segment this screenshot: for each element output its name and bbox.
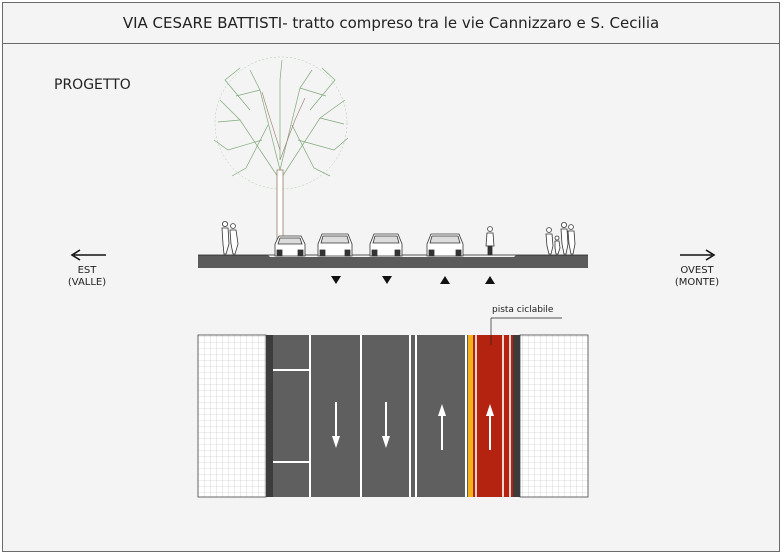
pedestrians-left-icon [221, 220, 239, 255]
cyclist-icon [485, 226, 495, 256]
bike-lane-leader [490, 317, 562, 345]
lane-arrow-up-icon [486, 404, 494, 450]
tree-icon [213, 56, 349, 256]
sidewalk-right [519, 334, 589, 498]
west-label: OVEST (MONTE) [662, 265, 732, 289]
curb-left [266, 335, 273, 497]
direction-up-icon [440, 276, 450, 284]
bike-lane-label: pista ciclabile [492, 305, 554, 315]
car-icon [426, 233, 464, 257]
curb-right [513, 335, 520, 497]
title-bar: VIA CESARE BATTISTI- tratto compreso tra… [3, 3, 779, 44]
carriageway [273, 335, 468, 497]
cross-section [198, 254, 588, 268]
sidewalk-left [197, 334, 267, 498]
lane-arrow-down-icon [332, 402, 340, 448]
lane-arrow-up-icon [438, 404, 446, 450]
section-label: PROGETTO [54, 77, 131, 93]
bike-lane-edge [468, 335, 473, 497]
direction-down-icon [331, 276, 341, 284]
lane-arrow-down-icon [382, 402, 390, 448]
east-label: EST (VALLE) [52, 265, 122, 289]
lane-arrows [332, 402, 494, 450]
direction-down-icon [382, 276, 392, 284]
car-icon [274, 235, 306, 257]
car-icon [317, 233, 353, 257]
east-arrow-icon [70, 249, 106, 261]
west-arrow-icon [680, 249, 716, 261]
lane-markings [273, 335, 511, 497]
pedestrians-right-icon [545, 221, 576, 255]
east-label-line1: EST [77, 265, 97, 276]
car-icon [369, 233, 403, 257]
plan-view [197, 317, 589, 498]
west-label-line1: OVEST [680, 265, 714, 276]
west-label-line2: (MONTE) [674, 277, 720, 288]
direction-markers [331, 276, 495, 284]
road-section-profile [198, 255, 588, 268]
direction-up-icon [485, 276, 495, 284]
east-label-line2: (VALLE) [67, 277, 107, 288]
drawing-title: VIA CESARE BATTISTI- tratto compreso tra… [122, 14, 660, 32]
